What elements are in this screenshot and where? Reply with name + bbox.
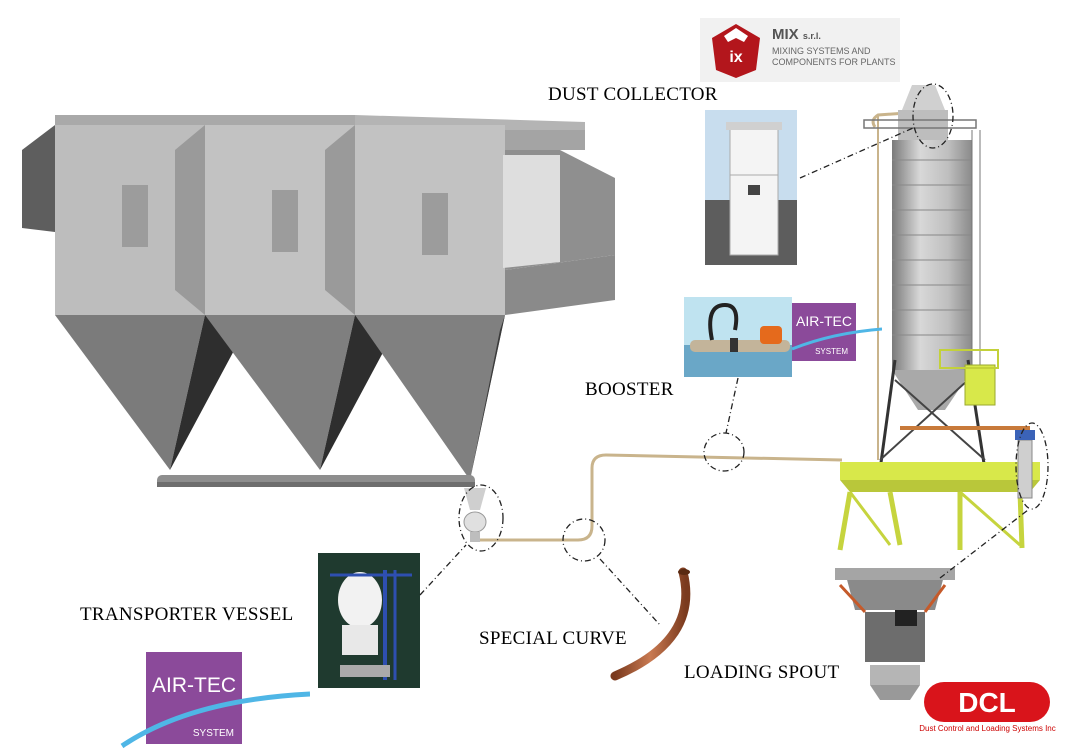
dcl-caption: Dust Control and Loading Systems Inc: [919, 724, 1056, 733]
transporter-vessel-photo: [318, 553, 420, 688]
callout-markers: [419, 83, 1049, 626]
airtec-vessel-sub: SYSTEM: [192, 728, 234, 739]
mix-tagline-2: COMPONENTS FOR PLANTS: [772, 57, 896, 67]
airtec-booster-sub: SYSTEM: [815, 347, 848, 356]
mix-tagline-1: MIXING SYSTEMS AND: [772, 46, 871, 56]
airtec-logo-vessel: AIR-TEC SYSTEM: [120, 652, 310, 749]
label-loading-spout: LOADING SPOUT: [684, 662, 840, 683]
transporter-vessel-unit: [463, 488, 487, 542]
mix-suffix: s.r.l.: [802, 31, 821, 41]
loading-spout-photo: [835, 568, 955, 700]
mix-brand: MIX: [772, 26, 799, 43]
label-dust-collector: DUST COLLECTOR: [548, 84, 718, 105]
swoosh-icon: [792, 327, 882, 351]
special-curve-part: [610, 567, 691, 681]
label-transporter-vessel: TRANSPORTER VESSEL: [80, 604, 294, 625]
dcl-logo: DCL Dust Control and Loading Systems Inc: [900, 680, 1075, 740]
airtec-booster-title: AIR-TEC: [796, 313, 852, 329]
label-special-curve: SPECIAL CURVE: [479, 628, 627, 649]
label-booster: BOOSTER: [585, 379, 674, 400]
booster-photo: [684, 297, 792, 377]
swoosh-icon: [120, 691, 310, 749]
dust-collector-photo: [705, 110, 797, 265]
mix-emblem-icon: ix: [712, 24, 760, 78]
svg-text:ix: ix: [729, 49, 742, 66]
mix-logo: ix MIX s.r.l. MIXING SYSTEMS AND COMPONE…: [700, 18, 900, 82]
silo: [837, 85, 1040, 551]
main-dust-collector: [22, 115, 615, 487]
svg-text:DCL: DCL: [958, 687, 1016, 718]
dcl-emblem-icon: DCL: [924, 682, 1050, 722]
airtec-vessel-title: AIR-TEC: [152, 674, 236, 697]
airtec-logo-booster: AIR-TEC SYSTEM: [792, 303, 882, 361]
